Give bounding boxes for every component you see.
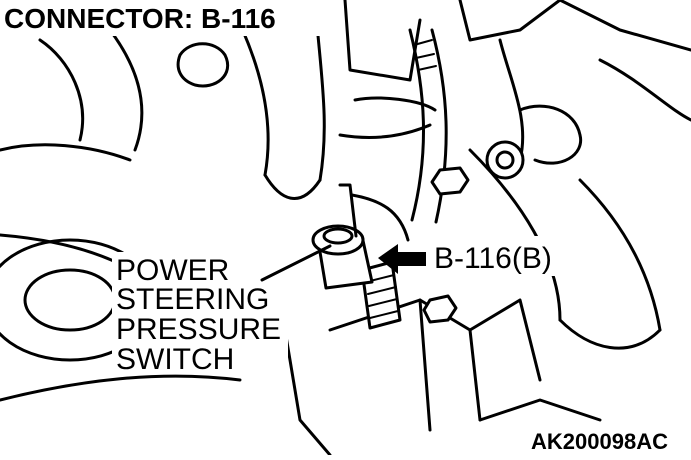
diagram-title: CONNECTOR: B-116 (4, 3, 276, 34)
component-callout-line2: STEERING (116, 283, 269, 316)
component-callout-line4: SWITCH (116, 343, 234, 376)
title-backdrop (0, 0, 320, 36)
component-callout-line3: PRESSURE (116, 313, 281, 346)
component-leader-line (260, 244, 332, 282)
component-callout-backdrop (112, 252, 288, 374)
connector-callout-label: B-116(B) (434, 242, 552, 275)
figure-code: AK200098AC (531, 429, 668, 454)
connector-arrow-icon (378, 244, 426, 274)
component-callout-line1: POWER (116, 254, 229, 287)
connector-callout-backdrop (430, 236, 570, 276)
figure-code-backdrop (528, 428, 691, 455)
